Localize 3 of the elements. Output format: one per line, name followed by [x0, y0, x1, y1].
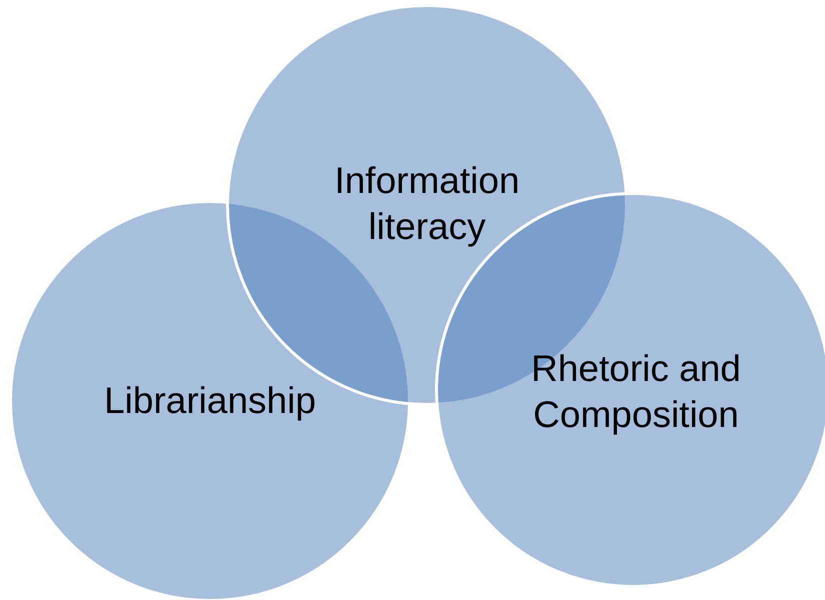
circle-label: Librarianship	[103, 379, 317, 423]
circle-label: Rhetoric and Composition	[530, 347, 742, 437]
circle-label: Information literacy	[333, 159, 521, 249]
